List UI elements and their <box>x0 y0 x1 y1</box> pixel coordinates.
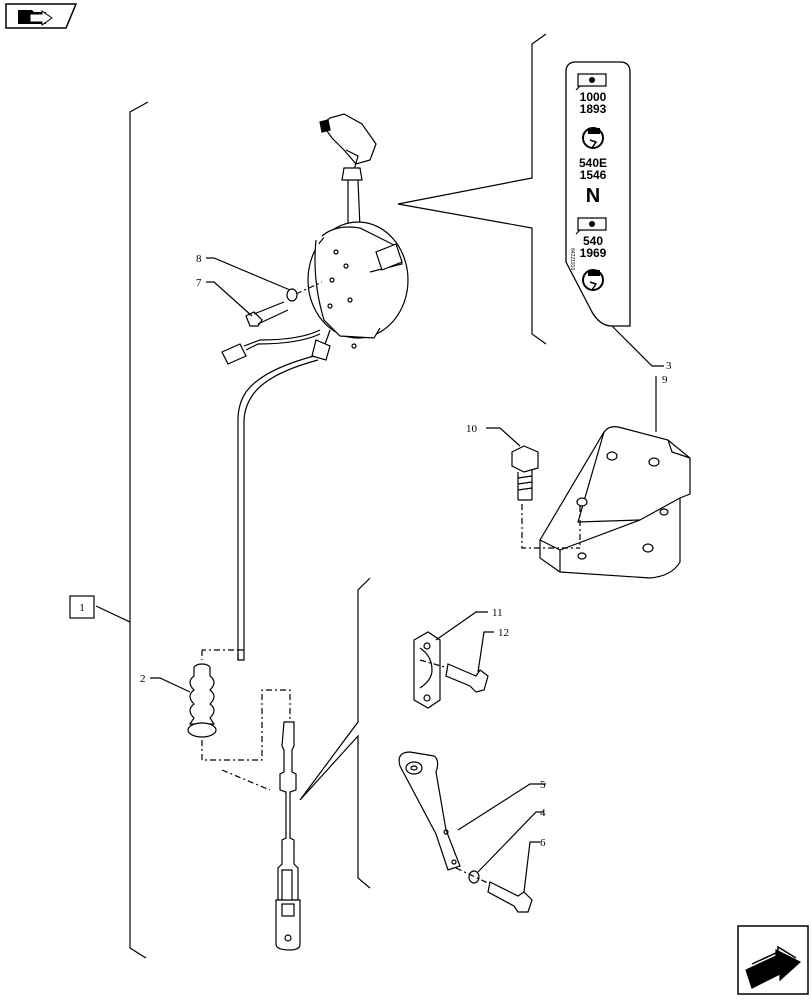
control-lever-assembly <box>221 113 409 661</box>
leader-6 <box>523 841 540 893</box>
svg-text:1: 1 <box>79 602 85 614</box>
bolt-7 <box>245 301 289 327</box>
washer-4 <box>468 870 480 884</box>
decal-side-code: 84221910 <box>569 248 575 270</box>
callout-5: 5 <box>540 779 546 791</box>
leader-11 <box>435 611 488 641</box>
callout-3: 3 <box>666 360 672 372</box>
next-page-button[interactable] <box>737 925 809 995</box>
decal-line-3: 540E <box>579 156 607 170</box>
leader-3 <box>611 325 664 367</box>
main-assembly-bracket <box>95 101 149 959</box>
callout-10: 10 <box>466 423 478 435</box>
callout-9: 9 <box>662 374 668 386</box>
leader-4 <box>477 811 544 873</box>
lever-arm-5 <box>398 751 461 871</box>
washer-8 <box>286 288 298 302</box>
callout-2: 2 <box>140 673 146 685</box>
decal-line-2: 1893 <box>580 102 607 116</box>
decal-line-4: 1546 <box>580 168 607 182</box>
cable-end-rod <box>275 721 301 951</box>
leader-8 <box>206 257 291 291</box>
bolt-6 <box>487 881 533 913</box>
centerline-8 <box>295 281 323 295</box>
shaft-high-icon <box>582 127 604 149</box>
callout-4: 4 <box>540 807 546 819</box>
leader-2 <box>150 677 191 693</box>
decal-line-6: 540 <box>583 234 603 248</box>
decal-line-5: N <box>586 185 600 207</box>
page-forward-arrow-icon <box>745 945 802 989</box>
clamp-11 <box>413 631 441 709</box>
prev-page-button[interactable] <box>5 3 78 29</box>
centerline-10 <box>521 504 580 549</box>
bolt-12 <box>445 663 489 693</box>
mounting-bracket-9 <box>539 426 691 579</box>
assembly-centerlines <box>201 649 291 761</box>
bolt-10 <box>511 445 539 501</box>
callout-12: 12 <box>498 627 509 639</box>
pto-rotation-icon <box>575 73 607 91</box>
leader-5 <box>457 783 546 831</box>
decal-line-1: 1000 <box>580 90 607 104</box>
linkage-bracket <box>299 577 371 889</box>
decal-bracket <box>397 33 547 345</box>
rubber-boot-2 <box>187 663 217 738</box>
leader-7 <box>206 281 253 317</box>
leader-10 <box>486 427 521 447</box>
callout-7: 7 <box>196 277 202 289</box>
callout-11: 11 <box>492 607 503 619</box>
leader-12 <box>477 631 494 673</box>
decal-line-7: 1969 <box>580 246 607 260</box>
callout-1: 1 <box>69 595 95 619</box>
book-arrow-icon <box>18 10 53 26</box>
selector-decal: 1000 1893 540E 1546 N 540 1969 84221910 <box>565 61 631 327</box>
callout-8: 8 <box>196 253 202 265</box>
callout-6: 6 <box>540 837 546 849</box>
shaft-low-icon <box>582 269 604 291</box>
pto-rotation-icon-2 <box>575 217 607 235</box>
